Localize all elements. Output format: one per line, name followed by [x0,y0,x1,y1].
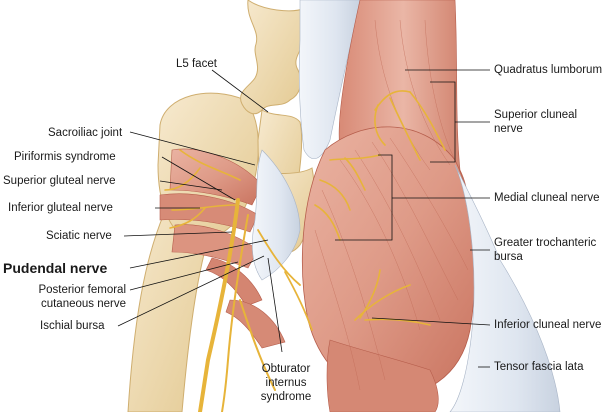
label-superior-cluneal: Superior cluneal nerve [494,108,577,136]
label-sacroiliac-joint: Sacroiliac joint [48,127,123,139]
label-posterior-femoral: Posterior femoral cutaneous nerve [6,283,126,311]
label-ischial-bursa: Ischial bursa [40,320,105,332]
label-greater-troch-line1: Greater trochanteric [494,237,597,249]
nerves [164,90,446,412]
leader-pudendal [129,239,269,269]
label-inferior-cluneal-nerve: Inferior cluneal nerve [494,319,602,331]
leader-posterior-femoral [129,261,239,291]
leader-sciatic [123,231,233,237]
label-greater-troch-line2: bursa [494,251,523,263]
leader-medial-cluneal [335,154,490,241]
label-posterior-femoral-line2: cutaneous nerve [40,298,126,310]
label-piriformis-syndrome: Piriformis syndrome [14,151,116,163]
label-quadratus-lumborum: Quadratus lumborum [494,64,603,76]
superior-cluneal-nerve-path [374,90,446,161]
label-superior-cluneal-line2: nerve [494,123,523,135]
label-obturator-line2: internus [265,377,307,389]
leader-superior-cluneal [430,81,490,163]
label-superior-cluneal-line1: Superior cluneal [494,109,578,121]
leader-ischial-bursa [117,255,265,327]
label-greater-trochanteric: Greater trochanteric bursa [494,236,596,264]
leader-lines [117,69,491,368]
sciatic-nerve-path [198,198,240,412]
pudendal-nerve-path [257,229,313,331]
leader-obturator [267,257,283,353]
label-obturator-internus: Obturator internus syndrome [246,362,326,404]
label-pudendal-nerve: Pudendal nerve [3,260,108,276]
gluteal-nerve-paths [164,149,241,229]
deep-gluteal-muscles [159,148,286,349]
label-inferior-gluteal-nerve: Inferior gluteal nerve [8,202,113,214]
label-tensor-fascia-lata: Tensor fascia lata [494,361,584,373]
gluteus-maximus [298,0,561,412]
leader-l5-facet [211,69,269,113]
leader-piriformis [161,156,236,201]
leader-sacroiliac-joint [129,131,256,166]
medial-cluneal-nerve-path [314,154,381,241]
leader-inferior-cluneal [371,317,491,326]
label-l5-facet: L5 facet [176,58,217,70]
label-obturator-line1: Obturator [261,363,311,375]
posterior-femoral-nerve-path [221,214,276,412]
label-obturator-line3: syndrome [260,391,312,403]
label-medial-cluneal-nerve: Medial cluneal nerve [494,192,600,204]
label-superior-gluteal-nerve: Superior gluteal nerve [3,175,116,187]
sacrotuberous-ligament [252,149,301,281]
leader-superior-gluteal [159,180,223,191]
label-posterior-femoral-line1: Posterior femoral [38,284,126,296]
label-sciatic-nerve: Sciatic nerve [46,230,112,242]
